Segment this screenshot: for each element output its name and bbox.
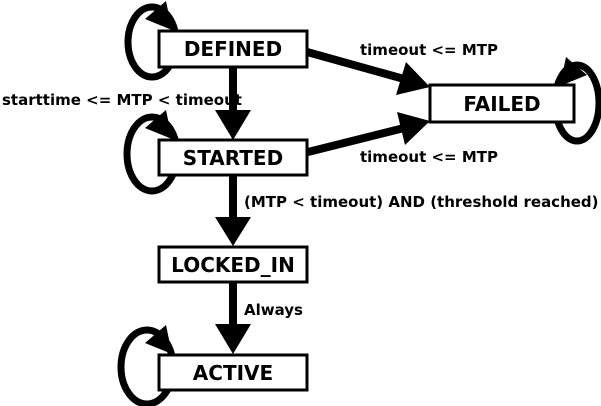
state-failed-box <box>428 83 576 124</box>
state-failed-label: FAILED <box>463 92 540 116</box>
state-active-box <box>157 353 309 392</box>
state-defined-box <box>157 29 309 69</box>
locked-in-to-active-label: Always <box>244 301 303 319</box>
locked-in-to-active-arrow-shaft <box>229 280 237 326</box>
defined-to-failed-arrow-shaft <box>298 46 406 83</box>
started-to-failed-arrowhead <box>397 112 430 145</box>
locked-in-to-active-arrowhead <box>215 324 251 354</box>
failed-self-loop-arrowhead <box>560 57 587 86</box>
state-started-box <box>157 138 309 177</box>
state-defined-label: DEFINED <box>184 37 282 61</box>
started-to-failed-arrow-shaft <box>299 124 405 158</box>
defined-to-started-label: starttime <= MTP < timeout <box>2 91 242 109</box>
started-to-locked-in-arrowhead <box>215 217 251 246</box>
defined-to-started-arrowhead <box>215 110 251 140</box>
defined-to-started-arrow-shaft <box>229 64 237 112</box>
started-to-locked-in-arrow-shaft <box>229 173 237 219</box>
started-self-loop-arrowhead <box>145 110 172 139</box>
active-self-loop-arrowhead <box>145 325 172 354</box>
started-to-failed-label: timeout <= MTP <box>360 148 498 166</box>
started-to-locked-in-label: (MTP < timeout) AND (threshold reached) <box>244 193 599 211</box>
state-locked-in-label: LOCKED_IN <box>171 253 295 277</box>
defined-self-loop-arrowhead <box>145 1 172 30</box>
state-started-label: STARTED <box>183 146 283 170</box>
defined-to-failed-label: timeout <= MTP <box>360 41 498 59</box>
state-active-label: ACTIVE <box>193 361 273 385</box>
defined-to-failed-arrowhead <box>396 62 430 95</box>
state-locked-in-box <box>157 245 309 284</box>
